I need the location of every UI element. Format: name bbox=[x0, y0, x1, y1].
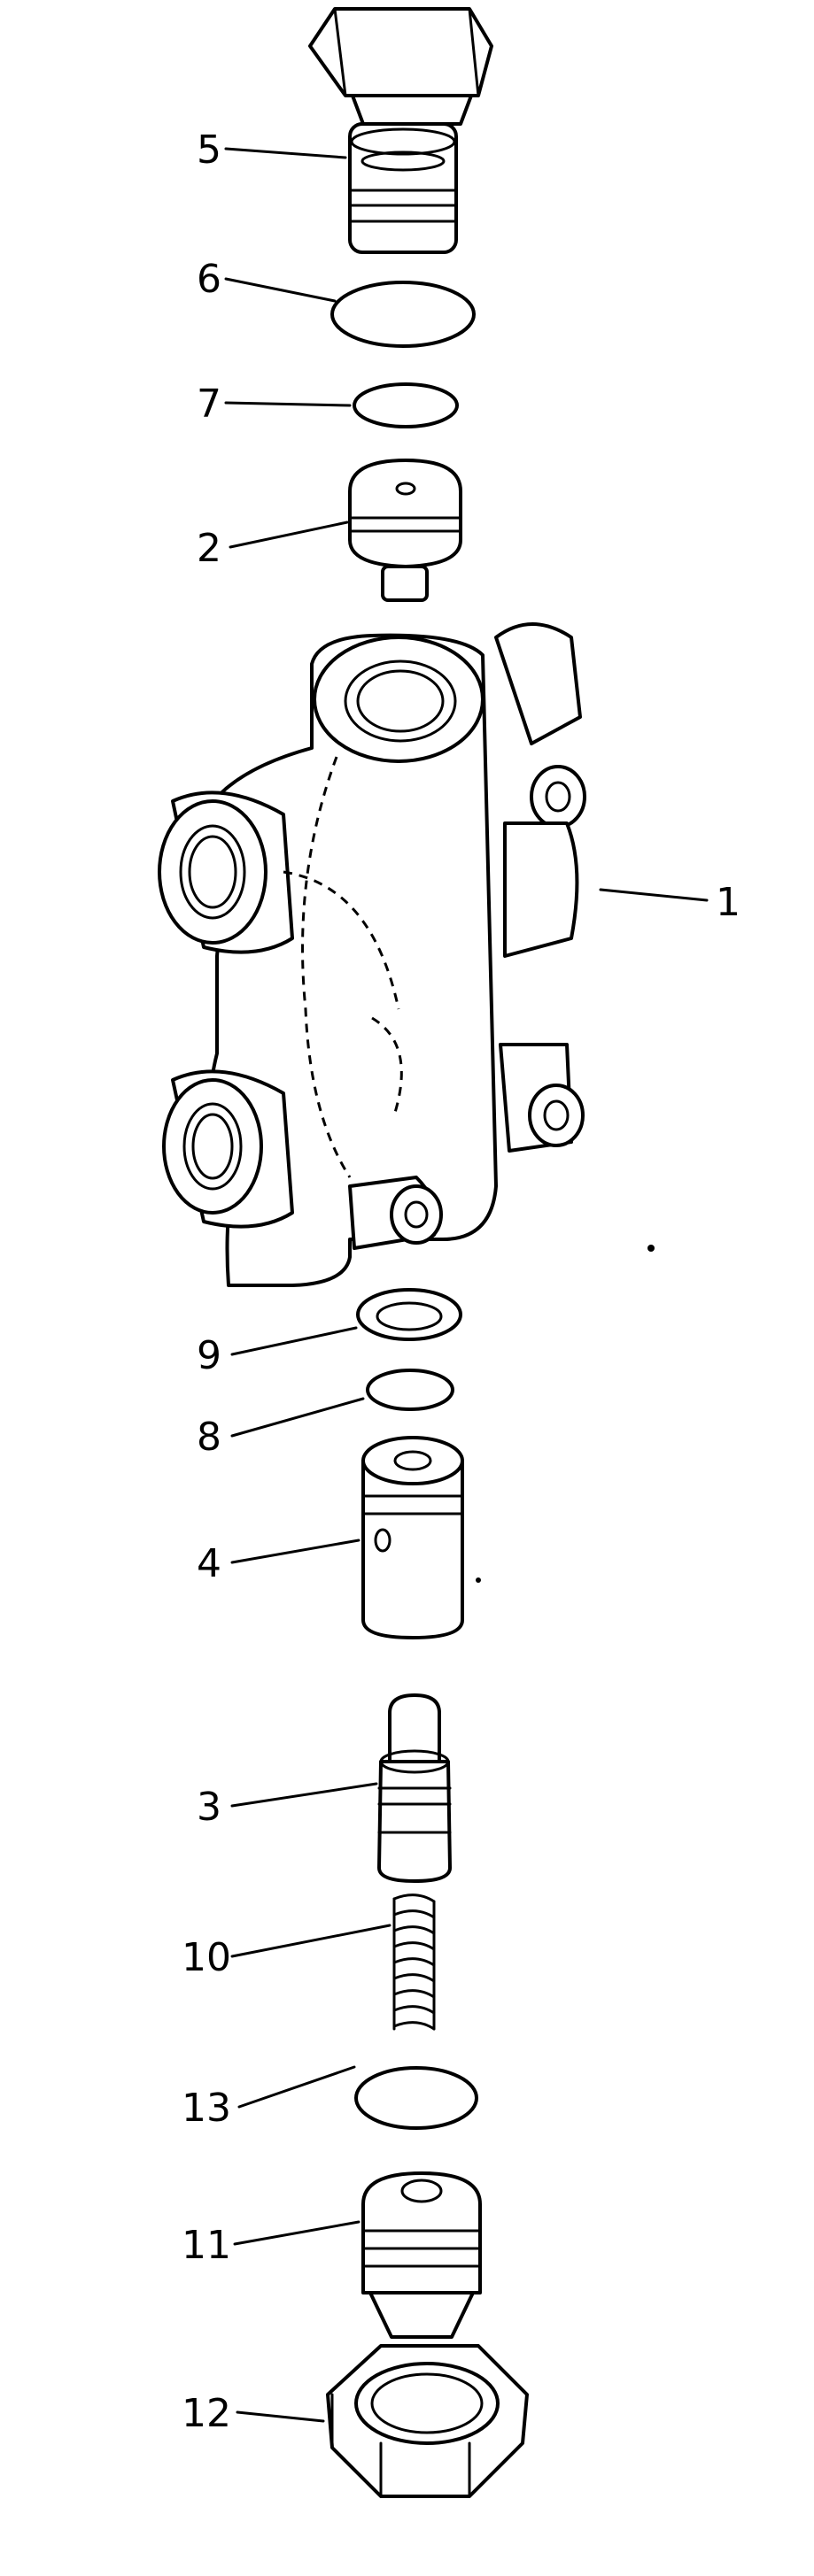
leader-7 bbox=[224, 401, 352, 407]
leader-8 bbox=[230, 1397, 365, 1438]
callout-3: 3 bbox=[197, 1785, 221, 1830]
leader-10 bbox=[230, 1924, 391, 1958]
callout-11: 11 bbox=[182, 2223, 231, 2268]
callout-13: 13 bbox=[182, 2086, 231, 2131]
leader-4 bbox=[230, 1539, 360, 1564]
part-4-sleeve bbox=[361, 1436, 464, 1639]
callout-8: 8 bbox=[197, 1415, 221, 1460]
part-3-spool bbox=[377, 1693, 452, 1883]
part-9-washer bbox=[356, 1288, 462, 1341]
callout-4: 4 bbox=[197, 1541, 221, 1586]
part-2-plug bbox=[348, 459, 462, 602]
leader-11 bbox=[233, 2220, 360, 2246]
leader-6 bbox=[224, 277, 337, 303]
leader-1 bbox=[599, 888, 709, 902]
leader-2 bbox=[229, 521, 349, 549]
callout-2: 2 bbox=[197, 526, 221, 571]
part-11-plug bbox=[361, 2171, 482, 2339]
part-8-o-ring bbox=[366, 1369, 454, 1411]
callout-7: 7 bbox=[197, 382, 221, 427]
callout-10: 10 bbox=[182, 1935, 231, 1980]
leader-3 bbox=[230, 1782, 378, 1808]
part-13-o-ring bbox=[354, 2066, 478, 2130]
speck bbox=[476, 1577, 481, 1583]
callout-5: 5 bbox=[197, 127, 221, 173]
callout-1: 1 bbox=[716, 880, 740, 925]
part-6-o-ring bbox=[330, 281, 476, 348]
part-10-spring bbox=[392, 1893, 436, 2031]
leader-13 bbox=[237, 2065, 356, 2109]
speck bbox=[647, 1245, 655, 1252]
callout-12: 12 bbox=[182, 2391, 231, 2436]
part-1-valve-body bbox=[158, 622, 586, 1287]
part-7-o-ring bbox=[353, 382, 459, 428]
leader-9 bbox=[230, 1326, 358, 1356]
leader-5 bbox=[224, 147, 347, 159]
part-5-hex-plug bbox=[308, 7, 493, 254]
callout-9: 9 bbox=[197, 1333, 221, 1378]
part-12-hex-nut bbox=[326, 2344, 529, 2498]
callout-6: 6 bbox=[197, 257, 221, 302]
leader-12 bbox=[236, 2410, 325, 2423]
